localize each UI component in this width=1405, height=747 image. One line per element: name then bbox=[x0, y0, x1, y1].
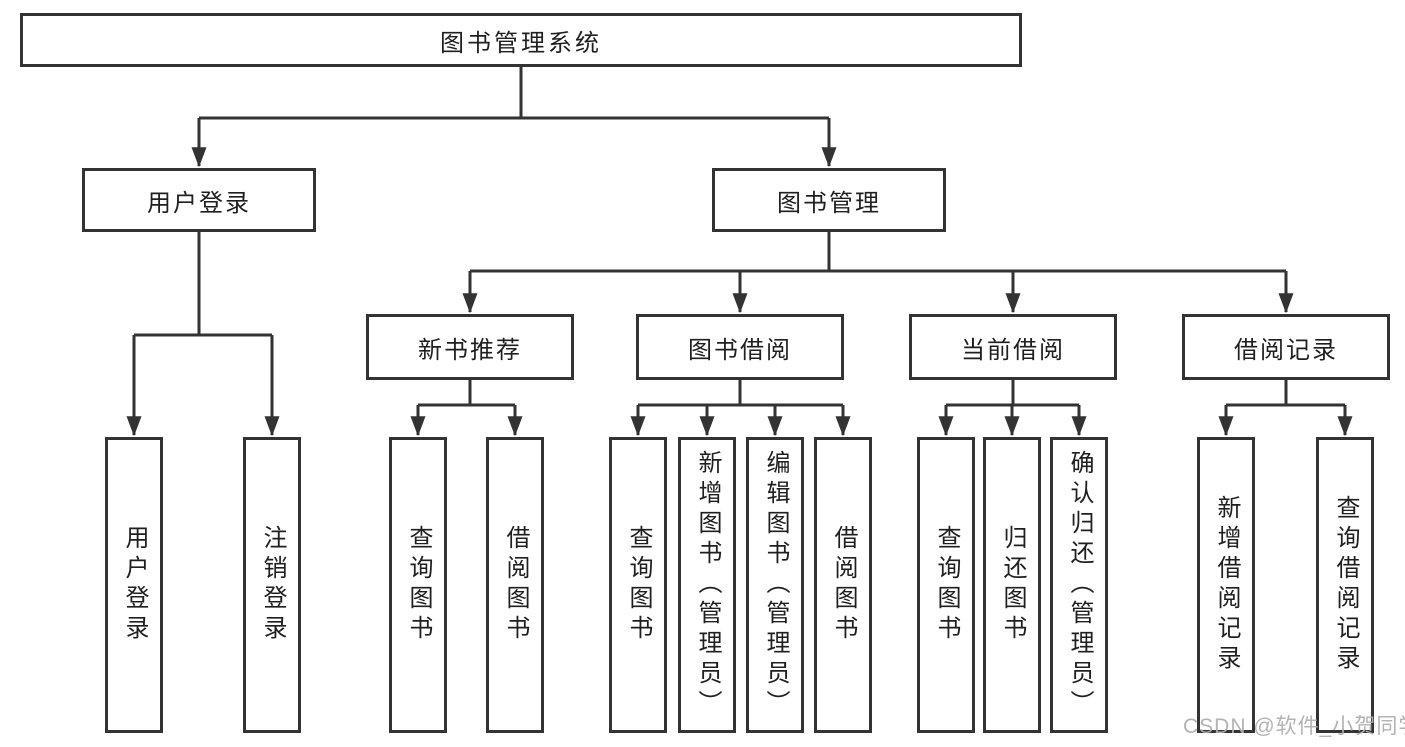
node-book-management: 图书管理 bbox=[712, 168, 946, 232]
node-new-book-recommend: 新书推荐 bbox=[366, 314, 574, 380]
leaf-label: 查询图书 bbox=[405, 525, 432, 645]
leaf-query-books-recommend: 查询图书 bbox=[389, 437, 447, 733]
leaf-add-borrow-record: 新增借阅记录 bbox=[1197, 437, 1255, 733]
leaf-label: 注销登录 bbox=[259, 525, 286, 645]
leaf-label: 确认归还（管理员） bbox=[1066, 450, 1093, 720]
leaf-label: 归还图书 bbox=[999, 525, 1026, 645]
leaf-label: 查询图书 bbox=[625, 525, 652, 645]
node-borrow-records: 借阅记录 bbox=[1182, 314, 1390, 380]
leaf-label: 查询图书 bbox=[933, 525, 960, 645]
leaf-query-books-borrow: 查询图书 bbox=[609, 437, 667, 733]
leaf-borrow-books: 借阅图书 bbox=[814, 437, 872, 733]
leaf-label: 用户登录 bbox=[121, 525, 148, 645]
leaf-return-books: 归还图书 bbox=[983, 437, 1041, 733]
leaf-label: 新增图书（管理员） bbox=[694, 450, 721, 720]
node-book-borrow: 图书借阅 bbox=[636, 314, 844, 380]
leaf-query-books-current: 查询图书 bbox=[917, 437, 975, 733]
leaf-query-borrow-record: 查询借阅记录 bbox=[1316, 437, 1374, 733]
leaf-borrow-books-recommend: 借阅图书 bbox=[486, 437, 544, 733]
leaf-label: 编辑图书（管理员） bbox=[762, 450, 789, 720]
leaf-confirm-return-admin: 确认归还（管理员） bbox=[1050, 437, 1108, 733]
leaf-label: 新增借阅记录 bbox=[1213, 495, 1240, 675]
leaf-user-login: 用户登录 bbox=[105, 437, 163, 733]
node-root: 图书管理系统 bbox=[20, 13, 1022, 67]
leaf-label: 借阅图书 bbox=[502, 525, 529, 645]
node-current-borrow: 当前借阅 bbox=[909, 314, 1117, 380]
leaf-edit-books-admin: 编辑图书（管理员） bbox=[746, 437, 804, 733]
leaf-label: 借阅图书 bbox=[830, 525, 857, 645]
leaf-add-books-admin: 新增图书（管理员） bbox=[678, 437, 736, 733]
node-user-login: 用户登录 bbox=[82, 168, 316, 232]
leaf-label: 查询借阅记录 bbox=[1332, 495, 1359, 675]
leaf-logout-login: 注销登录 bbox=[243, 437, 301, 733]
